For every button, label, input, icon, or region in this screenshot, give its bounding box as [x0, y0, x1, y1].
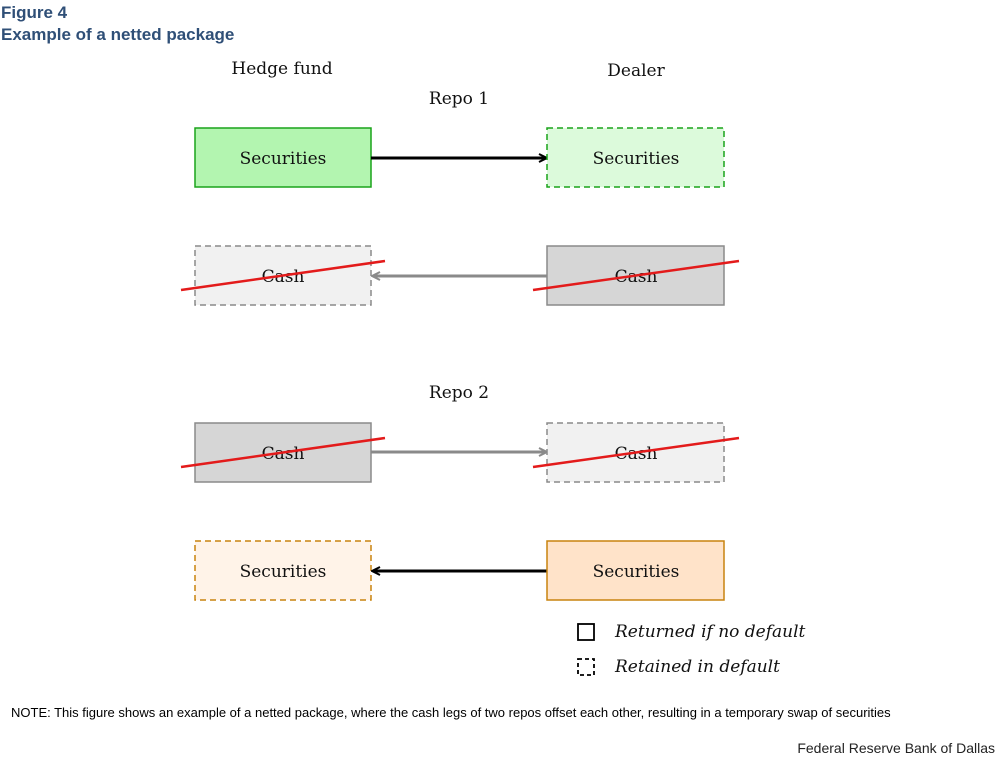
repo1-hf-securities-label: Securities	[240, 149, 327, 169]
repo1-hf-cash-strike	[180, 259, 386, 292]
repo1-dealer-securities-box: Securities	[546, 127, 725, 188]
legend: Returned if no default Retained in defau…	[577, 622, 806, 677]
repo1-dealer-cash-label: Cash	[615, 267, 658, 287]
netted-package-diagram: Hedge fund Dealer Repo 1 Securities Secu…	[180, 59, 806, 677]
legend-dashed-swatch	[577, 658, 595, 676]
figure-note: NOTE: This figure shows an example of a …	[11, 705, 891, 720]
figure-label: Figure 4	[1, 3, 68, 22]
repo2-dealer-cash-box: Cash	[532, 422, 740, 483]
repo2-hf-securities-box: Securities	[194, 540, 372, 601]
repo-1-label: Repo 1	[429, 89, 489, 109]
source-credit: Federal Reserve Bank of Dallas	[797, 740, 995, 756]
repo2-hf-securities-label: Securities	[240, 562, 327, 582]
repo1-dealer-securities-label: Securities	[593, 149, 680, 169]
repo1-dealer-cash-strike	[532, 259, 740, 292]
repo1-hf-cash-label: Cash	[262, 267, 305, 287]
legend-solid-label: Returned if no default	[614, 622, 806, 642]
party-dealer: Dealer	[607, 61, 665, 81]
repo2-dealer-cash-strike	[532, 436, 740, 469]
repo2-dealer-securities-box: Securities	[546, 540, 725, 601]
legend-dashed-label: Retained in default	[614, 657, 780, 677]
repo2-hf-cash-box: Cash	[180, 422, 386, 483]
repo1-hf-securities-box: Securities	[194, 127, 372, 188]
repo2-dealer-cash-label: Cash	[615, 444, 658, 464]
repo1-dealer-cash-box: Cash	[532, 245, 740, 306]
repo-2-label: Repo 2	[429, 383, 489, 403]
repo2-hf-cash-label: Cash	[262, 444, 305, 464]
repo2-hf-cash-strike	[180, 436, 386, 469]
repo1-hf-cash-box: Cash	[180, 245, 386, 306]
legend-solid-swatch	[577, 623, 595, 641]
repo2-dealer-securities-label: Securities	[593, 562, 680, 582]
figure-title: Example of a netted package	[1, 25, 235, 44]
party-hedge-fund: Hedge fund	[231, 59, 332, 79]
